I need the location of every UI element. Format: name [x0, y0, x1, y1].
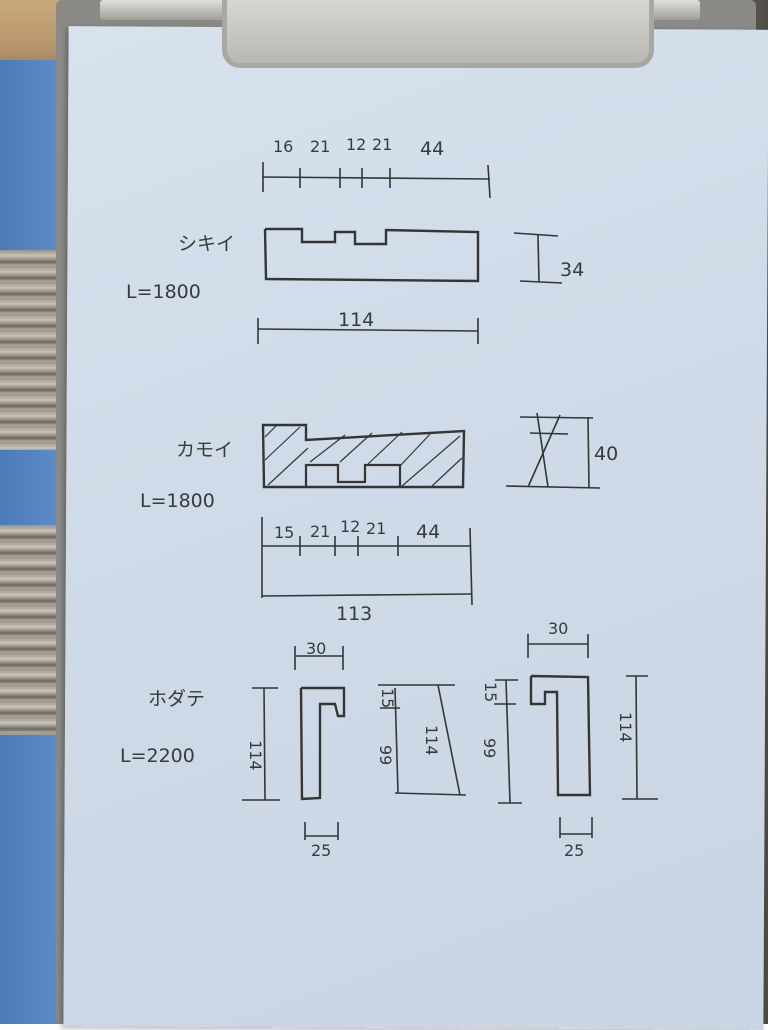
kamoi-dim-1: 15	[274, 523, 294, 542]
shikii-height-label: 34	[560, 259, 584, 281]
hodate-left-height: 114	[246, 740, 265, 771]
shikii-section: 16 21 12 21 44 34 シキイ L=1800 114	[126, 135, 584, 344]
kamoi-diag	[536, 412, 549, 488]
hodate-section: ホダテ L=2200 114 30 25 15 99 114	[120, 619, 658, 860]
shikii-total-width: 114	[338, 309, 374, 331]
shikii-height-line	[537, 234, 540, 283]
kamoi-dim-3: 12	[340, 517, 360, 536]
kamoi-total-width: 113	[336, 603, 372, 625]
metal-slats-lower	[0, 525, 66, 735]
metal-slats-upper	[0, 250, 66, 450]
kamoi-height-line	[587, 416, 590, 489]
kamoi-dim-5: 44	[416, 521, 440, 543]
kamoi-length: L=1800	[140, 490, 215, 512]
shikii-dim-5: 44	[420, 138, 444, 160]
left-height-line	[263, 687, 266, 801]
hodate-mid-top: 15	[378, 688, 397, 708]
shikii-dim-2: 21	[310, 137, 330, 156]
shikii-profile	[263, 227, 480, 283]
kamoi-name: カモイ	[176, 439, 233, 461]
shikii-width-line	[257, 328, 479, 332]
hatch	[401, 435, 461, 487]
hatch	[339, 432, 373, 463]
hodate-rmid-lower: 99	[480, 738, 499, 758]
hatch	[309, 434, 346, 463]
kamoi-section: 40 カモイ L=1800 15 21 12 21 44 113	[140, 412, 618, 625]
hatch	[367, 431, 403, 465]
rmid-line	[505, 679, 511, 804]
shikii-dim-3: 12	[346, 135, 366, 154]
hodate-left-bottom-width: 25	[311, 841, 331, 860]
hatch	[431, 457, 463, 487]
shikii-length: L=1800	[126, 281, 201, 303]
hodate-length: L=2200	[120, 745, 195, 767]
hatch	[264, 426, 301, 461]
kamoi-height-label: 40	[594, 443, 618, 465]
hodate-rmid-top: 15	[481, 682, 500, 702]
hodate-name: ホダテ	[148, 688, 205, 710]
mid-diag-line	[437, 684, 461, 796]
kamoi-dim-4: 21	[366, 519, 386, 538]
hodate-mid-total: 114	[422, 725, 441, 756]
hodate-left-top-width: 30	[306, 639, 326, 658]
hatch	[264, 425, 277, 438]
kamoi-diag	[527, 414, 561, 488]
hodate-right-profile	[529, 674, 592, 797]
shikii-name: シキイ	[178, 233, 235, 255]
kamoi-inner	[529, 432, 569, 435]
hodate-right-bottom-width: 25	[564, 841, 584, 860]
tick	[469, 527, 473, 606]
kamoi-height-bottom	[505, 485, 601, 489]
kamoi-height-top	[519, 416, 594, 419]
hodate-left-profile	[299, 686, 346, 801]
shikii-height-top	[513, 232, 559, 237]
hodate-mid-lower: 99	[376, 745, 395, 765]
mid-left-line	[394, 687, 399, 794]
shikii-height-bottom	[519, 280, 563, 284]
clipboard-clip	[222, 0, 654, 68]
hodate-right-top-width: 30	[548, 619, 568, 638]
hatch	[399, 431, 433, 467]
mid-bottom-line	[394, 792, 467, 796]
right-height-line	[635, 675, 638, 800]
hodate-right-height: 114	[616, 712, 635, 743]
kamoi-dim-2: 21	[310, 522, 330, 541]
shikii-top-dimension-line	[261, 176, 491, 180]
shikii-dim-1: 16	[273, 137, 293, 156]
tick	[487, 164, 491, 199]
kamoi-width-line	[261, 593, 473, 597]
kamoi-profile	[261, 423, 466, 489]
kamoi-grooves	[304, 463, 402, 486]
shikii-dim-4: 21	[372, 135, 392, 154]
hatch	[267, 447, 309, 486]
